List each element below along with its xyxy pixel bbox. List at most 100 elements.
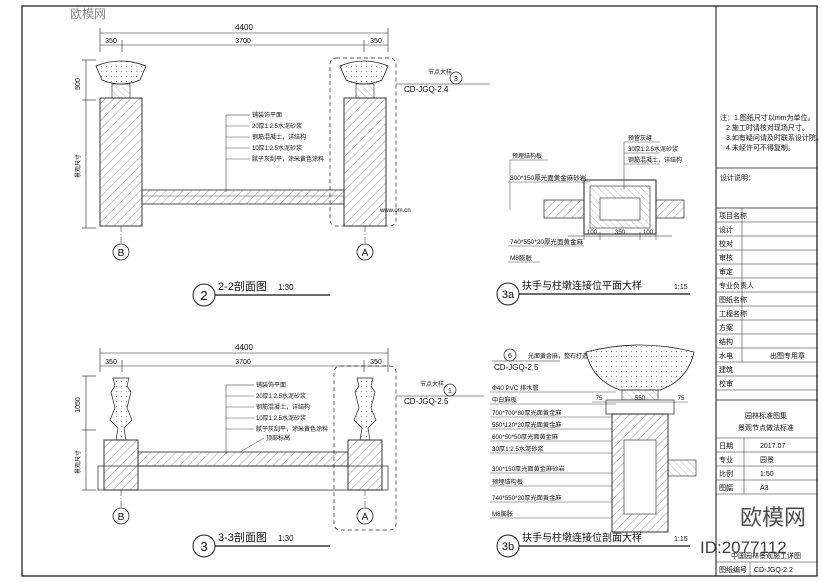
title3-scale: 1:15: [674, 284, 688, 291]
tb-major-value: 园景: [760, 456, 774, 464]
tb-row-4: 审定: [719, 267, 733, 276]
plan-note-left: 预埋结构板: [512, 152, 542, 160]
plan-note-2: 钢筋混凝土，详结构: [628, 156, 682, 164]
dim-top-v: 景观尺寸: [74, 154, 82, 178]
tb-row-8: 方案: [719, 323, 733, 332]
section-3-3: 4400 350 3700 350 1050 景观尺寸 铺装饰平面 20厚1:2…: [74, 343, 484, 558]
plan-note-1: 30厚1:2.5水泥砂浆: [628, 145, 678, 153]
watermark: 欧模网 ID:2077112 欧模网 www.om.cn: [70, 7, 806, 557]
sb-note-9: M8膨胀: [492, 510, 513, 518]
detail-3b-section: 6 CD-JGQ-2.5 光面黄金麻，整石打造 75 550 75 Φ40 PV…: [490, 344, 697, 558]
dim-top-total: 4400: [235, 23, 253, 32]
sb-dim-1: 75: [596, 396, 603, 402]
sb-note-0: Φ40 PVC 排水管: [492, 384, 539, 392]
tb-size-label: 图幅: [719, 483, 733, 492]
dim-top-right: 350: [370, 38, 382, 45]
tb-sheet-value: CD-JGQ-2.2: [754, 567, 793, 574]
tb-note-2: 3.如有疑问请及时联系设计院。: [726, 133, 823, 142]
note-2-1: 20厚1:2.5水泥砂浆: [252, 122, 302, 130]
tb-row-2: 校对: [719, 239, 733, 248]
tb-scale-label: 比例: [719, 469, 733, 478]
tb-drawing-name: 景观节点做法标准: [738, 423, 794, 432]
callout-top-ref: CD-JGQ-2.4: [404, 85, 449, 94]
tb-company: 园林标准图集: [745, 411, 787, 420]
plan-note-0: 预留灰缝: [628, 134, 652, 142]
tb-note-1: 2.施工时请核对现场尺寸。: [726, 123, 809, 132]
note-2-4: 腻子灰刮平，涂米黄色涂料: [252, 155, 324, 163]
axis-a-top: A: [362, 248, 369, 259]
callout-plan-num: 6: [508, 353, 512, 360]
watermark-id: ID:2077112: [700, 538, 787, 557]
title3-num: 3a: [502, 289, 515, 301]
section-2-2: 4400 350 3700 350 500 景观尺寸 铺装饰平面 20厚1:2.…: [74, 23, 490, 307]
note-3-extra: 顶部标高: [266, 434, 290, 442]
callout-plan-ref: CD-JGQ-2.5: [494, 363, 539, 372]
sheet-frame: [21, 5, 818, 577]
callout-top-label: 节点大样: [428, 68, 452, 76]
plan-note-l3: M8膨胀: [510, 253, 533, 262]
callout-bot-num: 1: [448, 388, 452, 395]
tb-row-0: 项目名称: [719, 211, 747, 220]
plan-note-l1: 300*150厚光面黄金麻砂岩: [510, 173, 587, 182]
tb-date-value: 2017.07: [760, 443, 785, 450]
sb-note-7: 预埋结构板: [492, 478, 523, 486]
sb-note-6: 300*150厚光面黄金麻砂岩: [492, 465, 565, 473]
dim-bot-left: 350: [105, 359, 117, 366]
sb-dim-3: 75: [678, 396, 685, 402]
dim-bot-v: 景观尺寸: [74, 450, 82, 474]
axis-b-bot: B: [118, 512, 125, 523]
tb-row-6: 图纸名称: [719, 295, 747, 304]
dim-bot-mid: 3700: [235, 359, 251, 366]
sb-note-8: 740*550*20厚光面黄金麻: [492, 494, 562, 502]
tb-stamp-label: 出图专用章: [770, 351, 805, 360]
plan-dim-2: 350: [615, 230, 626, 236]
callout-bot-label: 节点大样: [420, 380, 444, 388]
tb-size-value: A3: [760, 485, 769, 492]
note-3-0: 铺装饰平面: [256, 381, 286, 389]
title1-text: 2-2剖面图: [218, 279, 267, 293]
tb-row-7: 工程名称: [719, 309, 747, 318]
tb-major-label: 专业: [719, 455, 733, 464]
sb-note-2: 700*700*80厚光面黄金麻: [492, 409, 562, 417]
note-3-4: 腻子灰刮平，涂米黄色涂料: [256, 425, 328, 433]
note-3-3: 10厚1:2.5水泥砂浆: [256, 414, 306, 422]
plan-dim-3: 100: [643, 230, 654, 236]
title4-text: 扶手与柱墩连接位剖面大样: [522, 531, 642, 544]
title-block: 注：1.图纸尺寸以mm为单位。 2.施工时请核对现场尺寸。 3.如有疑问请及时联…: [716, 113, 823, 576]
sb-note-3: 550*120*20厚光面黄金麻: [492, 421, 562, 429]
title3-text: 扶手与柱墩连接位平面大样: [522, 279, 642, 292]
tb-row-9: 结构: [719, 337, 733, 346]
tb-row-10: 水电: [719, 351, 733, 360]
tb-rev: 设计说明：: [720, 173, 755, 182]
sb-note-1: 中白麻板: [492, 396, 517, 404]
sb-note-5: 30厚1:2.5水泥砂浆: [492, 445, 544, 453]
tb-row-12: 校审: [719, 379, 733, 388]
tb-row-11: 建筑: [719, 365, 733, 374]
dim-bot-total: 4400: [235, 343, 253, 352]
dim-top-left: 350: [105, 38, 117, 45]
callout-bot-ref: CD-JGQ-2.5: [404, 397, 449, 406]
title1-num: 2: [200, 288, 207, 303]
tb-note-0: 注：1.图纸尺寸以mm为单位。: [720, 113, 815, 122]
title4-num: 3b: [502, 541, 514, 553]
tb-row-3: 审核: [719, 253, 733, 262]
axis-a-bot: A: [362, 512, 369, 523]
title4-scale: 1:15: [674, 536, 688, 543]
dim-top-mid: 3700: [235, 38, 251, 45]
detail-3a-plan: 100 350 100 预留灰缝 30厚1:2.5水泥砂浆 钢筋混凝土，详结构 …: [496, 134, 690, 306]
title2-scale: 1:30: [278, 534, 294, 543]
sb-note-4: 600*50*50厚光面黄金麻: [492, 433, 559, 441]
note-2-0: 铺装饰平面: [252, 111, 282, 119]
title2-text: 3-3剖面图: [218, 530, 267, 544]
dim-top-h: 500: [75, 78, 82, 90]
note-2-2: 钢筋混凝土，详结构: [252, 133, 306, 141]
sb-dim-2: 550: [635, 396, 646, 402]
plan-note-l2: 740*550*20厚光面黄金麻: [510, 237, 583, 246]
tb-scale-value: 1:50: [760, 471, 774, 478]
title1-scale: 1:30: [278, 283, 294, 292]
tb-institute: 中国园林景观施工详图: [731, 551, 801, 560]
note-2-3: 10厚1:2.5水泥砂浆: [252, 144, 302, 152]
callout-top-num: 3: [454, 76, 458, 83]
